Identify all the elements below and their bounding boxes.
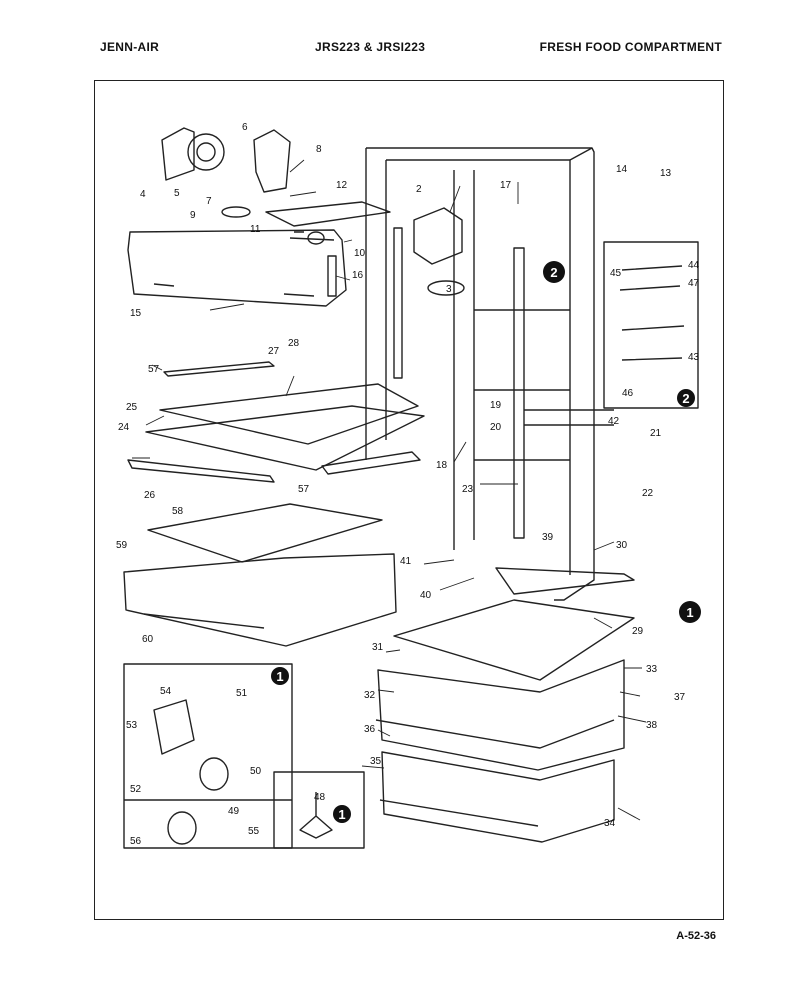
part-label-6: 6 [242, 122, 248, 133]
part-label-14: 14 [616, 164, 628, 175]
part-label-49: 49 [228, 806, 240, 817]
part-label-52: 52 [130, 784, 142, 795]
part-label-12: 12 [336, 180, 348, 191]
part-label-57a: 57 [148, 364, 160, 375]
part-label-60: 60 [142, 634, 154, 645]
part-label-34: 34 [604, 818, 616, 829]
part-label-4: 4 [140, 189, 146, 200]
part-label-18: 18 [436, 460, 448, 471]
part-label-42: 42 [608, 416, 620, 427]
page-code: A-52-36 [676, 930, 716, 942]
callout-2-label: 2 [550, 265, 557, 280]
part-label-20: 20 [490, 422, 502, 433]
detail-door-bin-badge-label: 2 [682, 391, 689, 406]
part-label-59: 59 [116, 540, 128, 551]
part-label-23: 23 [462, 484, 474, 495]
part-label-24: 24 [118, 422, 130, 433]
part-label-25: 25 [126, 402, 138, 413]
leader-lines [132, 159, 647, 821]
detail-wheel-badge-label: 1 [276, 669, 283, 684]
shelf-rail [393, 227, 614, 539]
cabinet-shell [365, 147, 595, 601]
part-label-9: 9 [190, 210, 196, 221]
part-label-46: 46 [622, 388, 634, 399]
part-label-26: 26 [144, 490, 156, 501]
light-assembly [161, 127, 391, 245]
part-label-30: 30 [616, 540, 628, 551]
part-label-11: 11 [250, 224, 261, 235]
exploded-parts-diagram: 1 2 2 1 1 2 3 4 5 6 7 8 9 10 11 12 13 14… [116, 122, 701, 849]
detail-box-door-bin [603, 241, 699, 409]
part-label-56: 56 [130, 836, 142, 847]
part-label-7: 7 [206, 196, 212, 207]
part-number-labels: 2 3 4 5 6 7 8 9 10 11 12 13 14 15 16 17 … [116, 122, 700, 847]
part-label-2: 2 [416, 184, 422, 195]
part-label-3: 3 [446, 284, 452, 295]
part-label-17: 17 [500, 180, 512, 191]
part-label-5: 5 [174, 188, 180, 199]
part-label-51: 51 [236, 688, 248, 699]
control-housing [413, 207, 465, 296]
brand-name: JENN-AIR [100, 40, 160, 54]
callout-1-marker: 1 [679, 601, 701, 623]
glass-shelf-upper [127, 361, 425, 483]
part-label-44: 44 [688, 260, 700, 271]
part-label-27: 27 [268, 346, 280, 357]
part-label-21: 21 [650, 428, 662, 439]
part-label-36: 36 [364, 724, 376, 735]
part-label-22: 22 [642, 488, 654, 499]
upper-cover-panel [127, 229, 347, 307]
part-label-57b: 57 [298, 484, 310, 495]
part-label-29: 29 [632, 626, 644, 637]
meat-keeper-pan [375, 567, 635, 843]
part-label-45: 45 [610, 268, 622, 279]
part-label-31: 31 [372, 642, 384, 653]
part-label-10: 10 [354, 248, 366, 259]
part-label-37: 37 [674, 692, 686, 703]
model-number: JRS223 & JRSI223 [315, 40, 426, 54]
part-label-58: 58 [172, 506, 184, 517]
part-label-47: 47 [688, 278, 700, 289]
part-label-19: 19 [490, 400, 502, 411]
part-label-48: 48 [314, 792, 326, 803]
detail-box-leveler-badge: 1 [333, 805, 351, 823]
detail-box-leveler [273, 771, 365, 849]
part-label-43: 43 [688, 352, 700, 363]
callout-2-marker: 2 [543, 261, 565, 283]
part-label-54: 54 [160, 686, 172, 697]
part-label-53: 53 [126, 720, 138, 731]
part-label-15: 15 [130, 308, 142, 319]
detail-box-door-bin-badge: 2 [677, 389, 695, 407]
part-label-40: 40 [420, 590, 432, 601]
part-label-28: 28 [288, 338, 300, 349]
section-title: FRESH FOOD COMPARTMENT [539, 40, 722, 54]
diagram-frame [94, 80, 724, 920]
part-label-35: 35 [370, 756, 382, 767]
detail-box-wheel [123, 663, 293, 849]
part-label-33: 33 [646, 664, 658, 675]
part-label-13: 13 [660, 168, 672, 179]
detail-box-wheel-badge: 1 [271, 667, 289, 685]
part-label-50: 50 [250, 766, 262, 777]
part-label-38: 38 [646, 720, 658, 731]
crisper-left [123, 503, 397, 647]
part-label-39: 39 [542, 532, 554, 543]
part-label-41: 41 [400, 556, 412, 567]
part-label-16: 16 [352, 270, 364, 281]
part-label-32: 32 [364, 690, 376, 701]
part-label-55: 55 [248, 826, 260, 837]
part-label-8: 8 [316, 144, 322, 155]
detail-leveler-badge-label: 1 [338, 807, 345, 822]
callout-1-label: 1 [686, 605, 693, 620]
